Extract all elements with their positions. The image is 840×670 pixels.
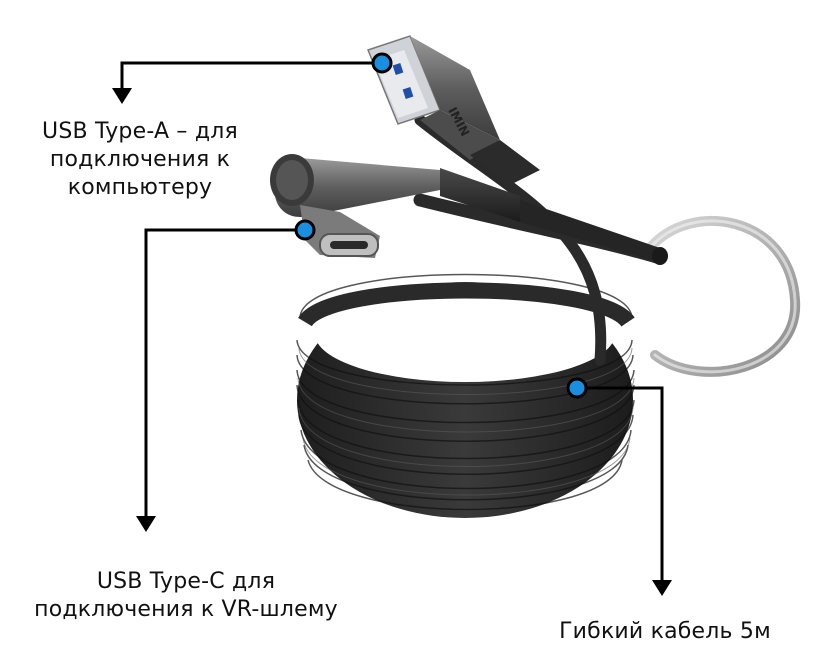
cable-label-text: Гибкий кабель 5м bbox=[559, 619, 771, 644]
cable-label: Гибкий кабель 5м bbox=[520, 618, 810, 646]
usb-a-label-line-1: USB Type-A – для bbox=[42, 119, 238, 144]
usb-a-label-line-2: подключения к bbox=[49, 147, 231, 172]
callout-lines bbox=[120, 61, 664, 585]
arrow-usb-a-icon bbox=[112, 88, 132, 104]
usb-c-label-line-2: подключения к VR-шлему bbox=[34, 597, 338, 622]
callout-line-usb-a bbox=[120, 61, 382, 94]
callout-line-cable bbox=[577, 386, 664, 585]
usb-a-label: USB Type-A – для подключения к компьютер… bbox=[10, 118, 270, 202]
usb-a-label-line-3: компьютеру bbox=[67, 175, 213, 200]
usb-a-connector: IMIN bbox=[367, 35, 540, 185]
arrow-usb-c-icon bbox=[136, 516, 156, 532]
cable-ring bbox=[645, 215, 801, 377]
usb-c-label-line-1: USB Type-C для bbox=[96, 569, 276, 594]
usb-c-label: USB Type-C для подключения к VR-шлему bbox=[6, 568, 366, 624]
usb-c-connector bbox=[270, 154, 668, 265]
marker-usb-c-icon bbox=[294, 219, 316, 241]
coiled-cable bbox=[296, 273, 635, 518]
marker-cable-icon bbox=[566, 377, 588, 399]
arrow-cable-icon bbox=[652, 580, 672, 596]
callout-markers bbox=[294, 52, 588, 399]
marker-usb-a-icon bbox=[371, 52, 393, 74]
callout-line-usb-c bbox=[144, 228, 305, 522]
callout-arrows bbox=[112, 88, 672, 596]
